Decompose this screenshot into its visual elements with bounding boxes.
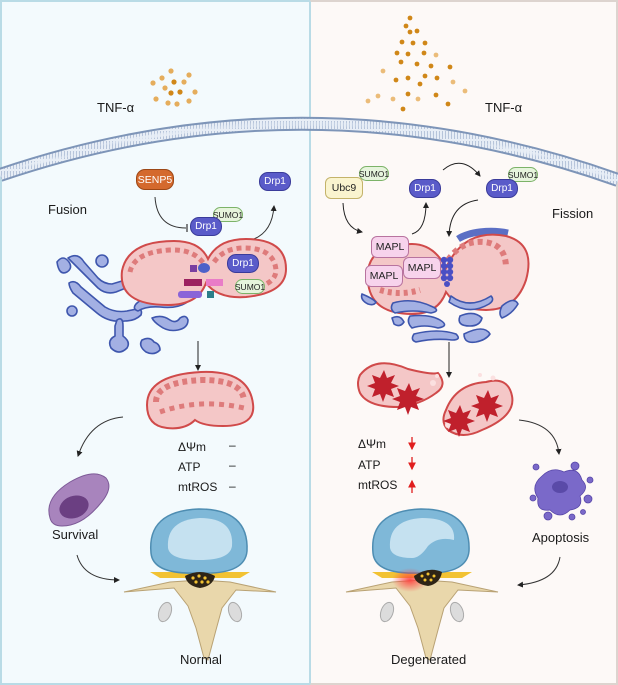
degenerated-intervertebral-disc	[345, 508, 499, 661]
tnf-alpha-particles-right	[365, 15, 468, 112]
mapl-protein-2: MAPL	[403, 257, 441, 279]
senp5-inhibit-arrow	[154, 196, 187, 229]
senp5-protein: SENP5	[136, 169, 174, 190]
apoptotic-cell	[529, 461, 594, 521]
indicator-label-atp-right: ATP	[358, 458, 381, 472]
endoplasmic-reticulum-right	[360, 293, 519, 344]
indicator-label-mtros-right: mtROS	[358, 478, 398, 492]
sumo1-on-ubc9: SUMO1	[359, 166, 389, 181]
ubc9-to-mapl-arrow	[342, 202, 363, 234]
indicator-value-atp-left: –	[229, 458, 236, 472]
mapl-protein-3: MAPL	[365, 265, 403, 287]
tnf-alpha-label-left: TNF-α	[97, 100, 135, 115]
sumo1-tag-right: SUMO1	[508, 167, 538, 182]
endoplasmic-reticulum-left	[56, 254, 189, 355]
indicator-label-membrane-potential-left: ΔΨm	[178, 440, 207, 454]
drp1-sumoylated-left: Drp1	[190, 217, 222, 236]
arrow-to-apoptosis	[518, 419, 562, 455]
drp1-release-arrow	[246, 205, 277, 242]
fusing-mitochondria	[120, 237, 288, 307]
drp1-sumoylation-arrow	[442, 162, 481, 177]
mapl-to-drp1-arrow	[411, 202, 429, 235]
indicator-label-membrane-potential-right: ΔΨm	[358, 437, 387, 451]
healthy-mitochondrion	[145, 370, 255, 430]
ros-burst-icon	[392, 383, 424, 415]
arrow-to-normal-disc	[76, 554, 120, 583]
ros-burst-icon	[471, 390, 503, 422]
arrow-to-survival	[76, 416, 124, 457]
indicator-label-atp-left: ATP	[178, 460, 201, 474]
arrow-to-degenerated-disc	[517, 556, 561, 588]
drp1-free-left: Drp1	[259, 172, 291, 191]
sumo1-tag-left: SUMO1	[213, 207, 243, 222]
ros-burst-icon	[367, 370, 399, 402]
indicator-value-membrane-potential-left: –	[229, 438, 236, 452]
drp1-free-right: Drp1	[409, 179, 441, 198]
normal-intervertebral-disc	[123, 508, 277, 661]
apoptosis-label: Apoptosis	[532, 530, 590, 545]
sumo-drp1-to-mito-arrow	[446, 199, 479, 237]
damaged-mitochondria	[357, 362, 514, 437]
tnf-alpha-particles-left	[150, 68, 198, 107]
survival-label: Survival	[52, 527, 99, 542]
mapl-protein-1: MAPL	[371, 236, 409, 258]
sumo1-on-mitochondrion: SUMO1	[235, 279, 265, 294]
ubc9-protein: Ubc9	[325, 177, 363, 199]
degenerated-label: Degenerated	[391, 652, 467, 667]
tnf-alpha-label-right: TNF-α	[485, 100, 523, 115]
normal-label: Normal	[180, 652, 222, 667]
drp1-on-mitochondrion: Drp1	[227, 254, 259, 273]
indicator-value-mtros-left: –	[229, 479, 236, 493]
cell-membrane	[0, 116, 618, 187]
fission-label: Fission	[552, 206, 594, 221]
fusion-label: Fusion	[48, 202, 88, 217]
survival-cell	[48, 473, 110, 527]
ros-burst-icon	[443, 405, 475, 437]
degenerated-panel	[310, 0, 618, 685]
indicator-label-mtros-left: mtROS	[178, 480, 218, 494]
drp1-sumoylated-right: Drp1	[486, 179, 518, 198]
